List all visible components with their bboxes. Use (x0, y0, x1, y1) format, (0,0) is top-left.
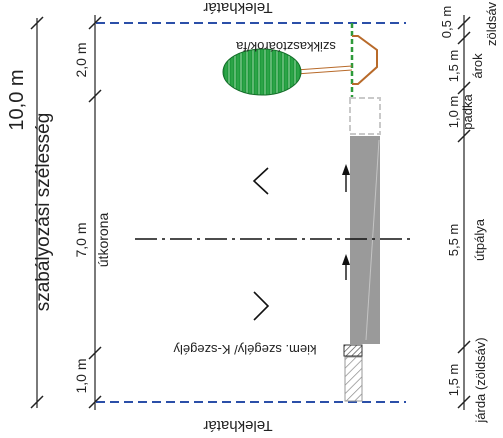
curb-label: kiem. szegély/ K-szegély (173, 342, 317, 357)
dimension-tick (88, 395, 102, 409)
dimension-tick (457, 16, 471, 30)
right-dim-label: útpálya (472, 218, 487, 261)
left-dim-bottom-value: 1,0 m (73, 358, 89, 393)
dimension-tick (88, 16, 102, 30)
boundary-bottom-label: Telekhatár (203, 417, 272, 434)
slope-chevron-icon (253, 291, 270, 321)
sidewalk (344, 356, 363, 402)
right-dim-value: 1,5 m (446, 50, 461, 83)
tree-trunk (295, 65, 353, 71)
boundary-top-label: Telekhatár (203, 0, 272, 16)
tree-crown-icon (222, 48, 302, 96)
arrow-up-icon (342, 164, 350, 175)
arrow-up-icon (342, 254, 350, 265)
right-dim-label: padka (460, 94, 475, 130)
dimension-tick (88, 89, 102, 103)
dimension-tick (88, 346, 102, 360)
left-dim-middle-label: útkorona (95, 213, 111, 268)
ditch-profile (352, 35, 378, 85)
dimension-tick (457, 395, 471, 409)
tree-label: szikkasztóárok/fa (235, 39, 335, 54)
left-dim-middle-value: 7,0 m (73, 222, 89, 257)
dimension-tick (457, 340, 471, 354)
right-dim-label: járda (zöldsáv) (473, 337, 488, 423)
raised-curb (343, 344, 363, 357)
dimension-tick (457, 31, 471, 45)
regulation-width-label: szabályozási szélesség (33, 113, 54, 312)
dimension-tick (30, 395, 44, 409)
right-dim-value: 1,0 m (446, 96, 461, 129)
tree-trunk (295, 69, 353, 75)
right-dim-value: 5,5 m (446, 224, 461, 257)
dimension-tick (457, 129, 471, 143)
shoulder-outline (349, 97, 381, 135)
dimension-tick (30, 16, 44, 30)
regulation-width-value: 10,0 m (6, 69, 28, 130)
roadway-highlight (365, 139, 380, 341)
dimension-tick (457, 81, 471, 95)
roadway-surface (350, 136, 380, 344)
left-dim-top-value: 2,0 m (73, 42, 89, 77)
right-dim-label: árok (470, 53, 485, 79)
slope-chevron-icon (252, 167, 269, 195)
right-dim-value: 0,5 m (439, 6, 454, 39)
right-dim-label: zöldsáv (484, 1, 499, 46)
right-dim-value: 1,5 m (446, 364, 461, 397)
